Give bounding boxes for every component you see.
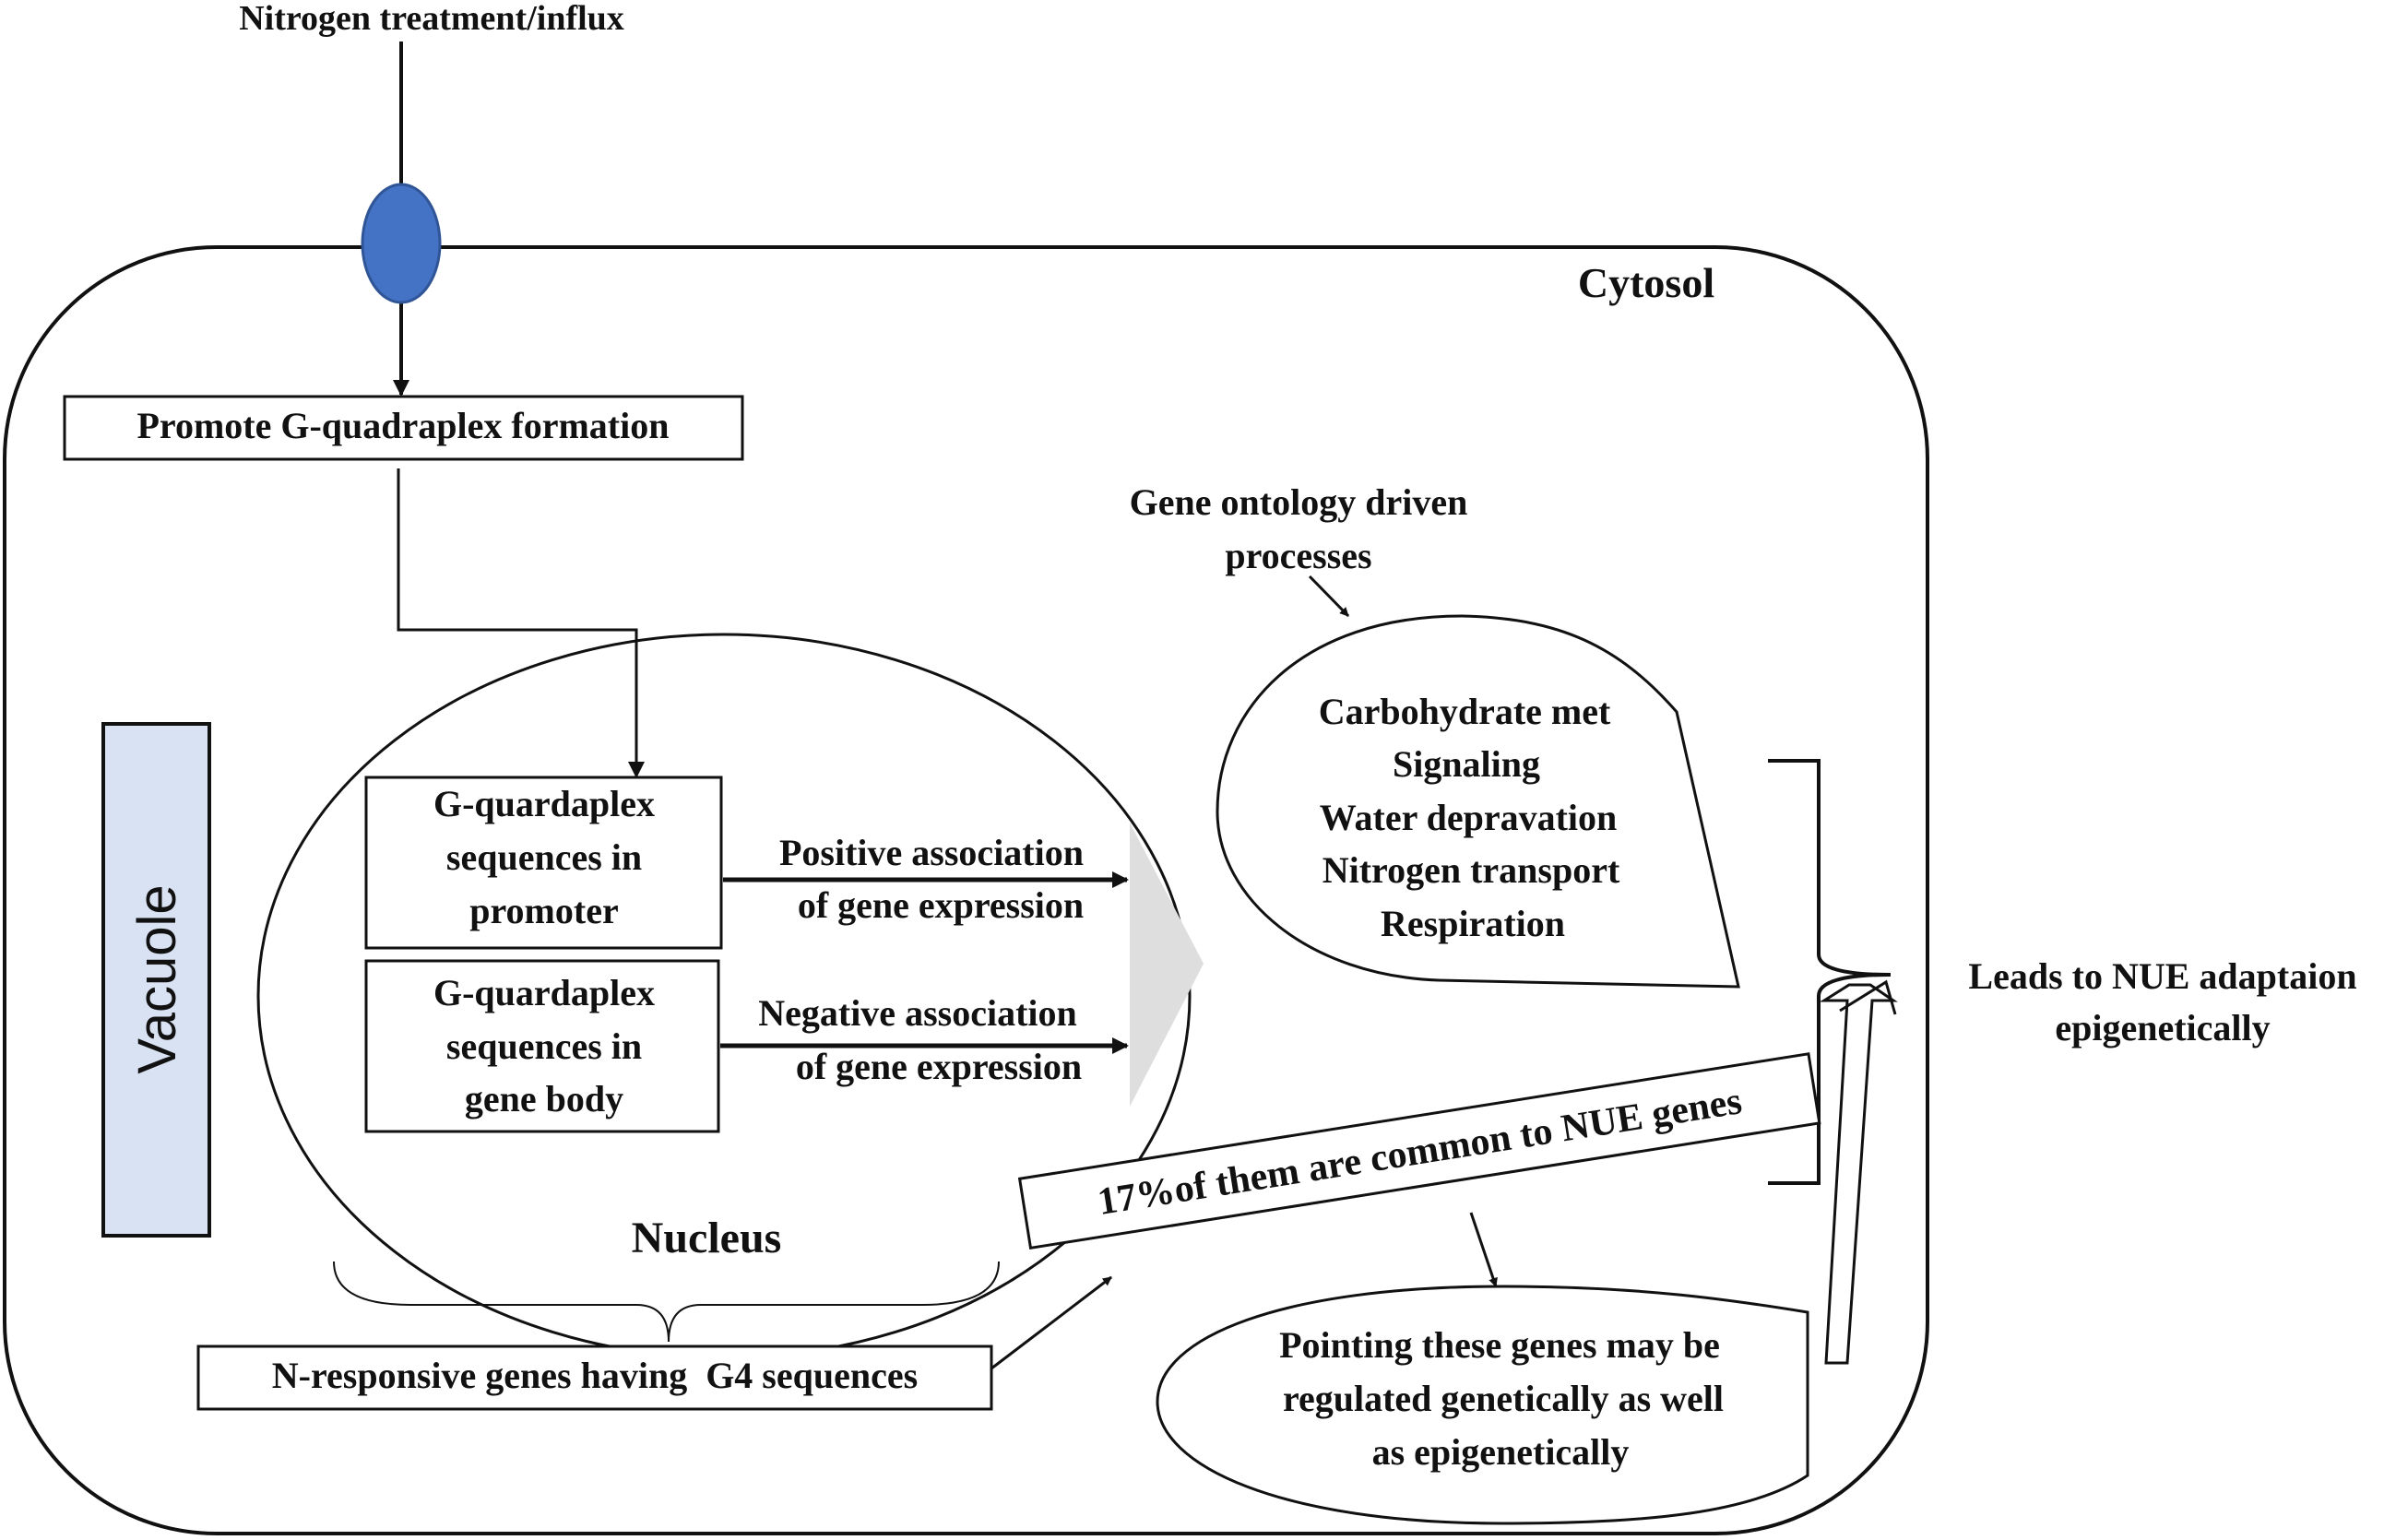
pointing-shape — [1156, 1285, 1809, 1525]
go-title-line-2: processes — [1225, 535, 1371, 576]
pointing-line-1: Pointing these genes may be — [1279, 1324, 1720, 1366]
promote-to-nucleus-connector — [397, 468, 645, 778]
vacuole — [101, 722, 211, 1238]
common-to-pointing-arrow — [1469, 1212, 1498, 1287]
go-title-line-1: Gene ontology driven — [1130, 481, 1468, 523]
go-process-2: Signaling — [1393, 743, 1540, 785]
cell-membrane — [3, 245, 1929, 1535]
negative-assoc-line-2: of gene expression — [796, 1046, 1082, 1087]
g4-gene-body-box — [364, 959, 720, 1133]
nucleus-label: Nucleus — [632, 1214, 782, 1262]
promote-g4-label: Promote G-quadraplex formation — [137, 405, 670, 446]
g4-promoter-line-2: sequences in — [446, 836, 642, 878]
positive-assoc-line-2: of gene expression — [798, 884, 1084, 926]
nue-adaptation-line-2: epigenetically — [2055, 1007, 2270, 1048]
go-process-5: Respiration — [1381, 903, 1565, 944]
promote-g4-box — [63, 395, 744, 461]
hollow-up-arrow — [1819, 983, 1898, 1365]
go-title-arrow — [1308, 575, 1350, 618]
n-responsive-to-common-arrow — [990, 1275, 1112, 1370]
g4-promoter-line-1: G-quardaplex — [433, 783, 655, 824]
go-processes-shape — [1216, 614, 1740, 989]
g4-gene-body-line-1: G-quardaplex — [433, 972, 655, 1013]
nucleus-brace — [333, 1261, 1000, 1343]
pointing-line-2: regulated genetically as well — [1283, 1378, 1724, 1419]
g4-gene-body-line-3: gene body — [465, 1078, 623, 1119]
n-responsive-box — [196, 1345, 993, 1411]
right-brace — [1768, 759, 1892, 1185]
nitrogen-influx-label: Nitrogen treatment/influx — [239, 0, 624, 38]
go-process-1: Carbohydrate met — [1319, 691, 1611, 732]
positive-assoc-line-1: Positive association — [779, 832, 1084, 873]
hollow-up-arrow-head — [1839, 979, 1897, 1015]
nue-adaptation-line-1: Leads to NUE adaptaion — [1968, 955, 2356, 997]
common-nue-box — [1017, 1052, 1821, 1250]
membrane-transporter-icon — [361, 183, 442, 304]
pointing-line-3: as epigenetically — [1372, 1431, 1630, 1473]
go-process-4: Nitrogen transport — [1323, 849, 1620, 891]
gray-triangle — [1130, 823, 1204, 1107]
go-process-3: Water depravation — [1320, 797, 1618, 838]
g4-promoter-box — [364, 776, 723, 950]
negative-assoc-line-1: Negative association — [758, 992, 1077, 1034]
cytosol-label: Cytosol — [1578, 259, 1714, 306]
n-responsive-label: N-responsive genes having G4 sequences — [272, 1355, 918, 1396]
g4-gene-body-line-2: sequences in — [446, 1025, 642, 1067]
vacuole-label: Vacuole — [127, 884, 187, 1073]
g4-promoter-line-3: promoter — [469, 890, 618, 931]
